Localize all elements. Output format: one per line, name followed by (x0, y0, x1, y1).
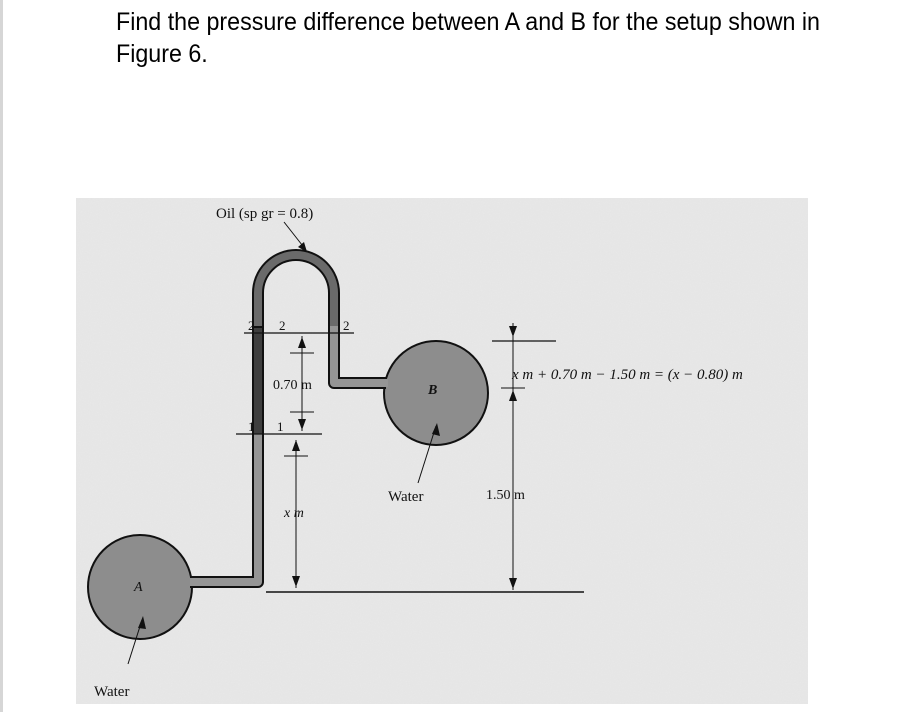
oil-u-bend-fill (254, 251, 338, 326)
figure-grain (76, 198, 808, 704)
dim-150-arrow-bottom (509, 578, 517, 589)
level-1-right-label: 1 (277, 419, 284, 434)
pipe-b-fill (330, 326, 388, 387)
dim-150-arrow-top (509, 326, 517, 337)
level-1-left-label: 1 (248, 419, 255, 434)
water-a-pointer-head (138, 616, 146, 629)
level-2-left-label: 2 (248, 318, 255, 333)
water-b-pointer-head (432, 423, 440, 436)
level-2-mid-label: 2 (279, 318, 286, 333)
dim-150-arrow-mid (509, 390, 517, 401)
water-a-label: Water (94, 684, 129, 700)
tank-b (383, 340, 489, 446)
dim-x-label: x m (283, 506, 304, 521)
level-2-right-label: 2 (343, 318, 350, 333)
figure-6: Oil (sp gr = 0.8) 2 2 2 1 1 0.70 m x m 1… (76, 198, 808, 704)
equation-label: x m + 0.70 m − 1.50 m = (x − 0.80) m (511, 367, 743, 383)
water-b-pointer (417, 425, 437, 484)
dim-150-label: 1.50 m (486, 488, 525, 503)
water-b-label: Water (388, 489, 423, 505)
manometer-diagram: Oil (sp gr = 0.8) 2 2 2 1 1 0.70 m x m 1… (76, 198, 808, 704)
pipe-a-horizontal-fill (190, 434, 262, 586)
tank-b-label: B (427, 383, 437, 398)
oil-pointer-head (298, 242, 307, 252)
dim-070-arrow-bottom (298, 419, 306, 430)
dim-070-label: 0.70 m (273, 378, 312, 393)
dim-070-arrow-top (298, 337, 306, 348)
oil-label: Oil (sp gr = 0.8) (216, 206, 313, 222)
question-text: Find the pressure difference between A a… (116, 8, 820, 68)
left-page-border (0, 0, 3, 712)
dim-x-arrow-top (292, 440, 300, 451)
tank-a-label: A (133, 580, 143, 595)
dim-x-arrow-bottom (292, 576, 300, 587)
